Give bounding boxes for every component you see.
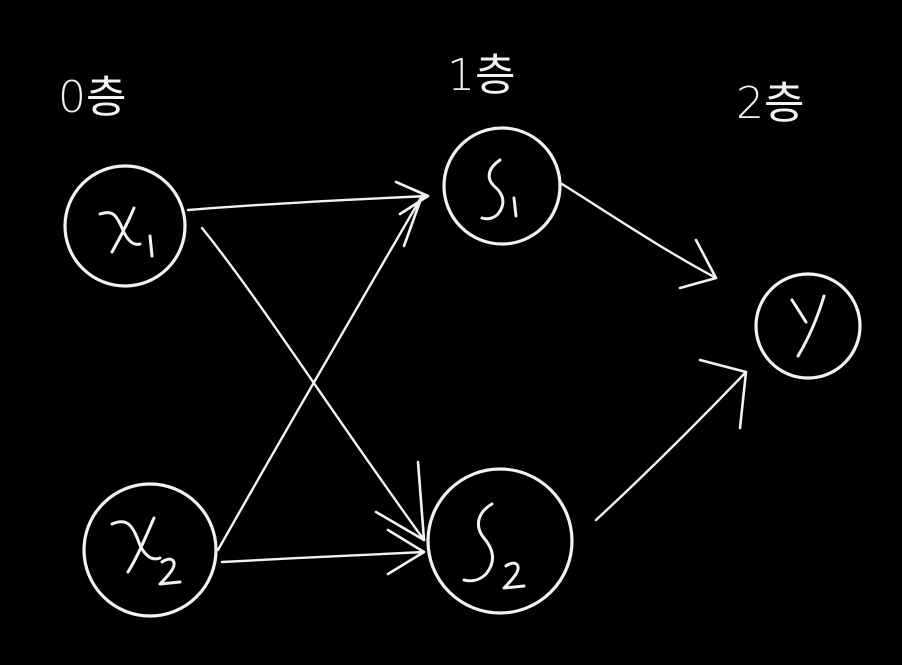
node-x1-circle xyxy=(63,164,187,288)
node-x2 xyxy=(82,482,218,618)
arrowhead-x1-s2 xyxy=(374,460,426,542)
node-x2-label xyxy=(110,516,182,586)
arrowhead-x2-s1 xyxy=(402,194,424,248)
edge-x1-s1 xyxy=(186,194,430,212)
node-x2-main-b xyxy=(126,516,156,574)
node-x1-label xyxy=(98,206,154,258)
node-s2-label xyxy=(462,502,526,590)
edge-s1-y xyxy=(560,182,718,280)
node-x1-main xyxy=(98,211,142,246)
node-s1-circle xyxy=(442,126,562,246)
arrowhead-s2-y xyxy=(698,358,748,430)
arrowhead-x1-s1 xyxy=(394,180,430,216)
arrowhead-x2-s2 xyxy=(386,528,426,576)
layer-label-0: 0층 xyxy=(58,72,126,123)
edge-x2-s1 xyxy=(216,194,424,552)
node-x1-main-b xyxy=(110,206,136,254)
node-y-main xyxy=(790,294,826,358)
node-s2-circle xyxy=(426,467,574,615)
layer-label-1: 1층 xyxy=(447,50,515,101)
edge-x1-s2 xyxy=(200,226,426,542)
edge-x2-s2 xyxy=(220,550,426,564)
node-s2-sub xyxy=(502,561,526,590)
arrowhead-s1-y xyxy=(678,238,718,290)
node-s1-label xyxy=(480,158,518,221)
layer-label-2: 2층 xyxy=(736,78,804,129)
node-y-label xyxy=(790,294,826,358)
node-x1 xyxy=(63,164,187,288)
node-s2 xyxy=(426,467,574,615)
node-s2-main xyxy=(462,502,494,583)
node-x2-circle xyxy=(82,482,218,618)
node-x1-sub xyxy=(148,234,154,258)
node-x2-main xyxy=(110,520,162,561)
node-s1-main xyxy=(480,158,505,221)
node-y xyxy=(754,272,862,380)
node-s1 xyxy=(442,126,562,246)
node-x2-sub xyxy=(158,557,182,586)
edge-s2-y xyxy=(594,370,748,522)
node-s1-sub xyxy=(512,196,518,218)
node-y-circle xyxy=(754,272,862,380)
